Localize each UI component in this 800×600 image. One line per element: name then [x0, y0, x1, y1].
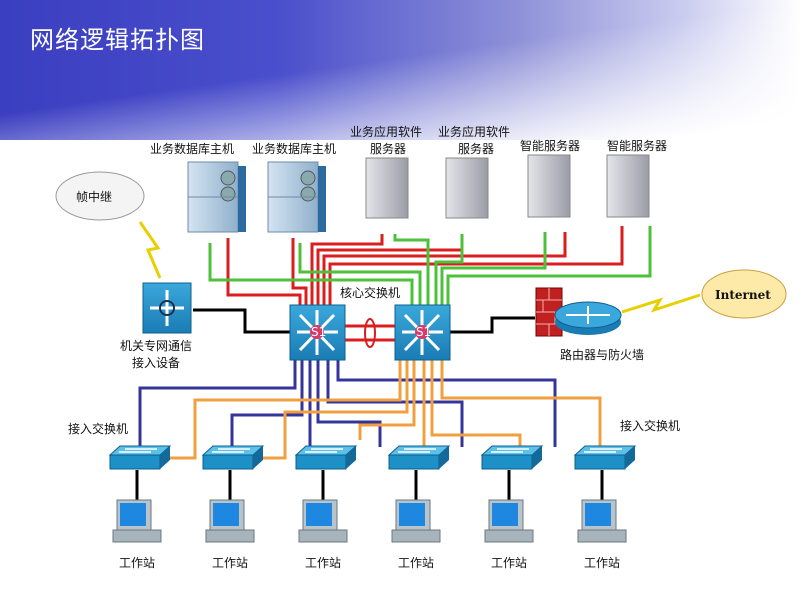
switch-badge: S1: [416, 325, 431, 339]
db-host-1[interactable]: [187, 161, 246, 233]
access-switch[interactable]: [573, 445, 637, 470]
access-switch-left-label: 接入交换机: [68, 421, 128, 436]
smart-server-2-label: 智能服务器: [607, 138, 667, 153]
access-switch-right-label: 接入交换机: [620, 418, 680, 433]
workstation-icon[interactable]: [577, 499, 627, 543]
comm-access-device[interactable]: [142, 282, 192, 334]
lightning-icon: [138, 221, 162, 279]
workstation-icon[interactable]: [391, 499, 441, 543]
db-host-2[interactable]: [267, 161, 326, 233]
workstation-icon[interactable]: [298, 499, 348, 543]
db-host-1-label: 业务数据库主机: [150, 141, 234, 156]
workstation-label: 工作站: [491, 556, 527, 570]
core-switch-2[interactable]: S1: [394, 304, 451, 361]
workstation-icon[interactable]: [112, 499, 162, 543]
app-server-1[interactable]: [365, 157, 409, 219]
workstation-icon[interactable]: [205, 499, 255, 543]
switch-badge: S1: [311, 325, 326, 339]
black-links: [135, 308, 604, 500]
app-server-1-label-line2: 服务器: [370, 141, 406, 156]
core-switch-label: 核心交换机: [340, 285, 400, 300]
server-links-green: [208, 226, 652, 305]
access-switch[interactable]: [108, 445, 172, 470]
frame-relay-label: 帧中继: [76, 189, 112, 204]
workstation-label: 工作站: [119, 556, 155, 570]
comm-device-label-line2: 接入设备: [132, 355, 180, 370]
db-host-2-label: 业务数据库主机: [252, 141, 336, 156]
smart-server-1[interactable]: [527, 154, 571, 218]
core-switch-1[interactable]: S1: [289, 304, 346, 361]
smart-server-1-label: 智能服务器: [520, 138, 580, 153]
app-server-2[interactable]: [445, 157, 489, 219]
access-switch[interactable]: [387, 445, 451, 470]
workstation-label: 工作站: [305, 556, 341, 570]
page-title: 网络逻辑拓扑图: [30, 26, 205, 54]
header-banner: [0, 0, 800, 140]
router-icon[interactable]: [554, 301, 622, 335]
router-firewall-label: 路由器与防火墙: [560, 347, 644, 362]
workstation-label: 工作站: [398, 556, 434, 570]
app-server-2-label-line1: 业务应用软件: [438, 124, 510, 139]
core-interlink: [345, 318, 395, 348]
app-server-1-label-line1: 业务应用软件: [350, 124, 422, 139]
smart-server-2[interactable]: [606, 154, 650, 218]
access-links-orange: [170, 360, 602, 460]
server-links-red: [226, 226, 624, 305]
workstation-label: 工作站: [584, 556, 620, 570]
internet-label: Internet: [715, 288, 771, 302]
comm-device-label-line1: 机关专网通信: [120, 338, 192, 353]
app-server-2-label-line2: 服务器: [458, 141, 494, 156]
access-switch[interactable]: [294, 445, 358, 470]
access-links-blue: [138, 360, 557, 447]
workstation-label: 工作站: [212, 556, 248, 570]
lightning-icon: [621, 293, 701, 314]
internet-cloud[interactable]: Internet: [701, 269, 787, 319]
frame-relay-cloud[interactable]: 帧中继: [55, 171, 145, 221]
workstation-icon[interactable]: [484, 499, 534, 543]
access-switch[interactable]: [480, 445, 544, 470]
access-switch[interactable]: [201, 445, 265, 470]
